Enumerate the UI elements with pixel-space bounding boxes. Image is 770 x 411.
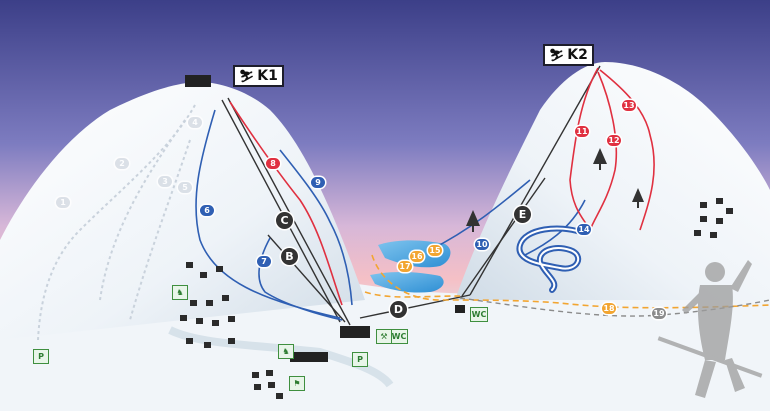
- trees: [466, 148, 644, 232]
- info-icon: ⚑: [289, 376, 305, 391]
- lift-D[interactable]: D: [390, 301, 407, 318]
- red-runs: [229, 67, 655, 306]
- peak-label-k1: ⛷ K1: [233, 65, 284, 87]
- red-run-8[interactable]: 8: [266, 158, 280, 169]
- blue-run-6[interactable]: 6: [200, 205, 214, 216]
- lift-B[interactable]: B: [281, 248, 298, 265]
- base-hut-k2: [455, 305, 465, 313]
- parking-icon-left: P: [33, 349, 49, 364]
- orange-run-15[interactable]: 15: [428, 245, 442, 256]
- animal-park-icon: ♞: [172, 285, 188, 300]
- lift-lines: [221, 65, 601, 326]
- peak-label-k2: ⛷ K2: [543, 44, 594, 66]
- parking-icon: P: [352, 352, 368, 367]
- mountain-k1: [0, 82, 365, 340]
- faded-runs: [37, 104, 196, 341]
- lift-C[interactable]: C: [276, 212, 293, 229]
- faded-run-1[interactable]: 1: [56, 197, 70, 208]
- hotel-lodge: [290, 352, 328, 362]
- skier-silhouette: [657, 260, 763, 398]
- orange-run-17[interactable]: 17: [398, 261, 412, 272]
- peak-k2-text: K2: [567, 47, 588, 63]
- skier-icon: ⛷: [549, 48, 565, 62]
- orange-run-18[interactable]: 18: [602, 303, 616, 314]
- blue-run-9[interactable]: 9: [311, 177, 325, 188]
- faded-run-4[interactable]: 4: [188, 117, 202, 128]
- animal-park-icon-2: ♞: [278, 344, 294, 359]
- orange-runs: [364, 254, 770, 309]
- base-lodge-k1: [340, 326, 370, 338]
- lift-E[interactable]: E: [514, 206, 531, 223]
- summit-hut-k1: [185, 75, 211, 87]
- lake-lower: [370, 272, 444, 293]
- road: [168, 326, 394, 388]
- wc-icon-k1: WC: [390, 329, 408, 344]
- red-run-11[interactable]: 11: [575, 126, 589, 137]
- faded-run-3[interactable]: 3: [158, 176, 172, 187]
- restaurant-icon: ⚒: [376, 329, 392, 344]
- cabins: [180, 198, 733, 399]
- peak-k1-text: K1: [257, 68, 278, 84]
- orange-run-16[interactable]: 16: [410, 251, 424, 262]
- wc-icon-k2: WC: [470, 307, 488, 322]
- faded-run-2[interactable]: 2: [115, 158, 129, 169]
- faded-run-5[interactable]: 5: [178, 182, 192, 193]
- skier-icon: ⛷: [239, 69, 255, 83]
- blue-run-7[interactable]: 7: [257, 256, 271, 267]
- grey-run-19[interactable]: 19: [652, 308, 666, 319]
- red-run-13[interactable]: 13: [622, 100, 636, 111]
- serpentine-highlight: [518, 227, 581, 291]
- blue-run-14[interactable]: 14: [577, 224, 591, 235]
- blue-run-10[interactable]: 10: [475, 239, 489, 250]
- red-run-12[interactable]: 12: [607, 135, 621, 146]
